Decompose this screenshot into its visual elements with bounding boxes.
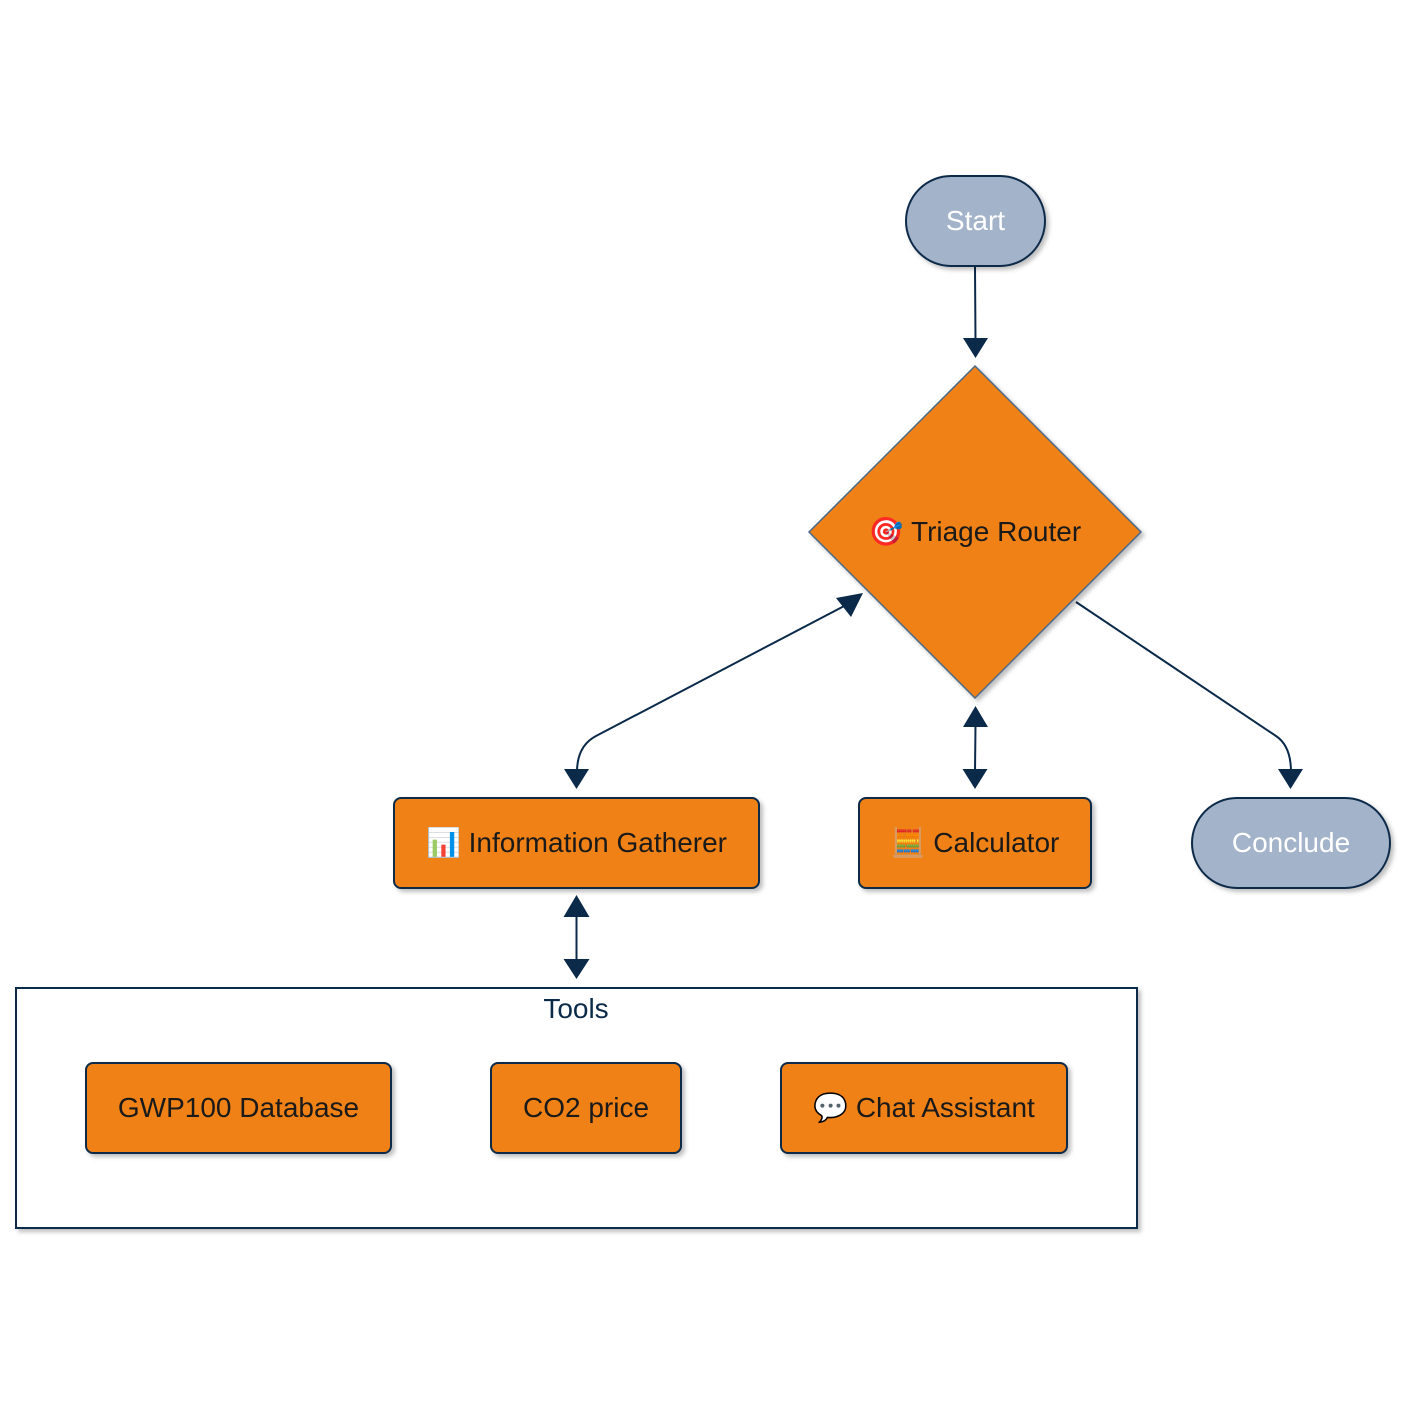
start-terminal-shape [905, 175, 1046, 267]
node-conclude[interactable]: Conclude [1191, 797, 1391, 889]
arrowhead-into-information-gatherer-bottom [563, 895, 590, 917]
node-calculator[interactable]: 🧮 Calculator [858, 797, 1092, 889]
calculator-label-group: 🧮 Calculator [891, 826, 1060, 859]
edge-triage-to-conclude [1075, 601, 1292, 773]
node-triage-router[interactable]: 🎯 Triage Router [807, 364, 1143, 700]
information-gatherer-label-group: 📊 Information Gatherer [426, 826, 727, 859]
arrowhead-into-triage-top [963, 338, 988, 358]
speech-bubble-icon: 💬 [813, 1091, 848, 1124]
arrowhead-into-information-gatherer [564, 769, 589, 789]
chat-assistant-label: Chat Assistant [856, 1092, 1035, 1123]
edge-triage-to-calculator [974, 724, 977, 773]
edge-triage-to-information-gatherer [576, 603, 849, 773]
target-icon: 🎯 [869, 516, 904, 547]
tool-gwp100-database[interactable]: GWP100 Database [85, 1062, 392, 1154]
conclude-label: Conclude [1232, 827, 1350, 858]
arrowhead-into-calculator [962, 769, 988, 789]
abacus-icon: 🧮 [891, 826, 926, 859]
arrowhead-into-tools [563, 959, 590, 979]
calculator-label: Calculator [933, 827, 1059, 858]
conclude-terminal-shape [1191, 797, 1391, 889]
triage-router-label-group: 🎯 Triage Router [869, 516, 1081, 547]
arrowhead-into-triage-bottom [963, 706, 988, 727]
tool-co2-price[interactable]: CO2 price [490, 1062, 682, 1154]
gwp100-database-box [85, 1062, 392, 1154]
node-start[interactable]: Start [905, 175, 1046, 267]
arrowhead-into-triage-left [836, 593, 863, 617]
start-label: Start [946, 205, 1005, 236]
triage-router-diamond [807, 364, 1143, 700]
tool-chat-assistant[interactable]: 💬 Chat Assistant [780, 1062, 1068, 1154]
information-gatherer-label: Information Gatherer [469, 827, 727, 858]
triage-router-label: Triage Router [911, 516, 1081, 547]
edge-start-to-triage [974, 266, 977, 343]
edges [563, 266, 1303, 979]
co2-price-label: CO2 price [523, 1092, 649, 1123]
gwp100-database-label: GWP100 Database [118, 1092, 359, 1123]
arrowhead-into-conclude [1278, 769, 1303, 789]
chat-assistant-box [780, 1062, 1068, 1154]
chat-assistant-label-group: 💬 Chat Assistant [813, 1091, 1035, 1124]
information-gatherer-box [393, 797, 760, 889]
calculator-box [858, 797, 1092, 889]
bar-chart-icon: 📊 [426, 826, 461, 859]
tools-group-title: Tools [543, 993, 608, 1024]
node-information-gatherer[interactable]: 📊 Information Gatherer [393, 797, 760, 889]
co2-price-box [490, 1062, 682, 1154]
